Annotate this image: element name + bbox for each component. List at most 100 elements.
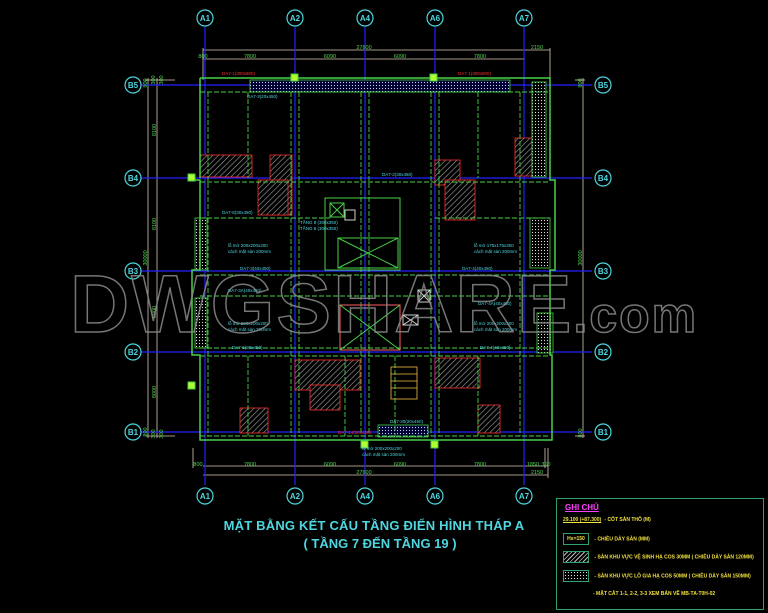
axis-bubble-B3: B3 (124, 262, 142, 280)
svg-text:B4: B4 (598, 174, 609, 183)
svg-text:lỗ mở 200x200x200: lỗ mở 200x200x200 (362, 445, 402, 451)
axis-bubble-A7-bottom: A7 (515, 487, 533, 505)
svg-text:6900: 6900 (152, 306, 158, 318)
svg-text:DA7-3(40x450): DA7-3(40x450) (240, 266, 271, 271)
axis-bubble-A2: A2 (286, 9, 304, 27)
left-dimensions (145, 78, 175, 438)
opening-notes: lỗ mở 200x200x200 cách mặt sàn 200mm lỗ … (228, 219, 517, 457)
svg-text:800: 800 (578, 428, 584, 437)
svg-text:27600: 27600 (356, 45, 371, 51)
svg-text:2150: 2150 (531, 45, 543, 51)
axis-bubble-A4-bottom: A4 (356, 487, 374, 505)
svg-text:DA7-5(30x450): DA7-5(30x450) (232, 345, 263, 350)
svg-text:A1: A1 (200, 14, 211, 23)
svg-text:300: 300 (151, 429, 157, 438)
level-symbol: 29.100 (+87.300) (563, 517, 602, 523)
top-dimension-text: 27600 2150 800 7800 6090 6090 7800 (198, 45, 543, 60)
svg-text:DA7-4(40x450): DA7-4(40x450) (462, 266, 493, 271)
svg-text:cách mặt sàn 200mm: cách mặt sàn 200mm (228, 249, 271, 254)
svg-text:A6: A6 (430, 14, 441, 23)
axis-bubble-A6-bottom: A6 (426, 487, 444, 505)
svg-text:lỗ mở 200x200x200: lỗ mở 200x200x200 (228, 242, 268, 248)
svg-text:6090: 6090 (394, 462, 406, 468)
bottom-dimension-text: 800 7800 6090 6090 7800 1850 300 27600 2… (193, 462, 550, 476)
legend-item-loggia: - SÀN KHU VỰC LÔ GIA HẠ COS 50MM ( CHIỀU… (563, 570, 751, 582)
legend-header: GHI CHÚ (565, 503, 599, 512)
svg-text:B2: B2 (128, 348, 139, 357)
svg-text:cách mặt sàn 200mm: cách mặt sàn 200mm (228, 327, 271, 332)
svg-text:B5: B5 (128, 81, 139, 90)
axis-bubble-A1: A1 (196, 9, 214, 27)
svg-text:B1: B1 (128, 428, 139, 437)
internal-beams (200, 91, 550, 437)
axis-bubble-B4-right: B4 (594, 169, 612, 187)
svg-text:A4: A4 (360, 492, 371, 501)
svg-text:A2: A2 (290, 14, 301, 23)
svg-text:lỗ mở 200x200x200: lỗ mở 200x200x200 (228, 320, 268, 326)
axis-bubbles-right: B5 B4 B3 B2 B1 (594, 76, 612, 441)
top-dimensions (202, 48, 551, 80)
svg-text:A1: A1 (200, 492, 211, 501)
svg-text:6090: 6090 (394, 54, 406, 60)
svg-text:B1: B1 (598, 428, 609, 437)
svg-text:800: 800 (578, 78, 584, 87)
dotted-loggia-areas (194, 79, 554, 438)
axis-bubble-B1-right: B1 (594, 423, 612, 441)
svg-text:300: 300 (151, 75, 157, 84)
axis-bubble-A4: A4 (356, 9, 374, 27)
right-dimension-text: 30000 800 800 (578, 78, 584, 437)
svg-text:800: 800 (143, 78, 149, 87)
dot-pattern-icon (563, 570, 589, 582)
legend-item-thickness: Hs=150 - CHIỀU DÀY SÀN (MM) (563, 533, 650, 545)
svg-text:800: 800 (198, 54, 207, 60)
legend-box: GHI CHÚ 29.100 (+87.300) - CỐT SÀN THÔ (… (556, 498, 764, 610)
axis-bubble-A2-bottom: A2 (286, 487, 304, 505)
svg-text:lỗ mở 200x200x300: lỗ mở 200x200x300 (474, 320, 514, 326)
axis-bubble-B2-right: B2 (594, 343, 612, 361)
svg-text:TẦNG 8 (300x350): TẦNG 8 (300x350) (300, 225, 338, 231)
svg-text:B2: B2 (598, 348, 609, 357)
svg-text:6090: 6090 (324, 462, 336, 468)
svg-text:DA7-1(300x800): DA7-1(300x800) (222, 71, 256, 76)
svg-text:A2: A2 (290, 492, 301, 501)
svg-text:7800: 7800 (244, 462, 256, 468)
svg-text:B3: B3 (128, 267, 139, 276)
slab-outline (189, 77, 556, 441)
beam-labels: DA7-1(300x800) DA7-1(300x800) DA7-3(20x4… (222, 71, 512, 435)
axis-bubble-A7: A7 (515, 9, 533, 27)
svg-text:DA7-30(20x450): DA7-30(20x450) (390, 419, 424, 424)
svg-text:DA7-3(20x450): DA7-3(20x450) (247, 94, 278, 99)
svg-text:8000: 8000 (152, 386, 158, 398)
axis-bubbles-left: B5 B4 B3 B2 B1 (124, 76, 142, 441)
svg-text:DA7-8(30x450): DA7-8(30x450) (222, 210, 253, 215)
svg-text:cách mặt sàn 200mm: cách mặt sàn 200mm (474, 327, 517, 332)
svg-text:27600: 27600 (356, 470, 371, 476)
core-stair-elevator (324, 197, 431, 351)
axis-bubble-A1-bottom: A1 (196, 487, 214, 505)
bottom-dimensions (192, 448, 549, 478)
axis-bubble-B4: B4 (124, 169, 142, 187)
svg-text:DA7-4(40x450): DA7-4(40x450) (480, 345, 511, 350)
svg-text:DA7-14(30x450): DA7-14(30x450) (338, 430, 372, 435)
legend-item-level: 29.100 (+87.300) - CỐT SÀN THÔ (M) (563, 517, 651, 523)
watermark: DWGSHARE.com (69, 258, 699, 351)
axis-bubble-A6: A6 (426, 9, 444, 27)
svg-text:A7: A7 (519, 492, 530, 501)
svg-text:7800: 7800 (474, 54, 486, 60)
svg-text:B5: B5 (598, 81, 609, 90)
axis-bubble-B2: B2 (124, 343, 142, 361)
svg-text:lỗ mở 175x175x300: lỗ mở 175x175x300 (474, 242, 514, 248)
svg-text:300: 300 (159, 429, 165, 438)
svg-text:800: 800 (193, 462, 202, 468)
svg-text:DA7-4A(40x450): DA7-4A(40x450) (478, 301, 512, 306)
hatched-toilet-areas (199, 137, 534, 434)
svg-text:30000: 30000 (578, 250, 584, 265)
svg-text:DA7-2(30x450): DA7-2(30x450) (382, 172, 413, 177)
legend-item-toilet: - SÀN KHU VỰC VỆ SINH HẠ COS 30MM ( CHIỀ… (563, 551, 754, 563)
svg-text:8100: 8100 (152, 218, 158, 230)
drawing-title: MẶT BẰNG KẾT CẤU TẦNG ĐIỂN HÌNH THÁP A (223, 518, 525, 533)
axis-bubble-B3-right: B3 (594, 262, 612, 280)
svg-text:1850: 1850 (527, 462, 539, 468)
svg-text:B3: B3 (598, 267, 609, 276)
